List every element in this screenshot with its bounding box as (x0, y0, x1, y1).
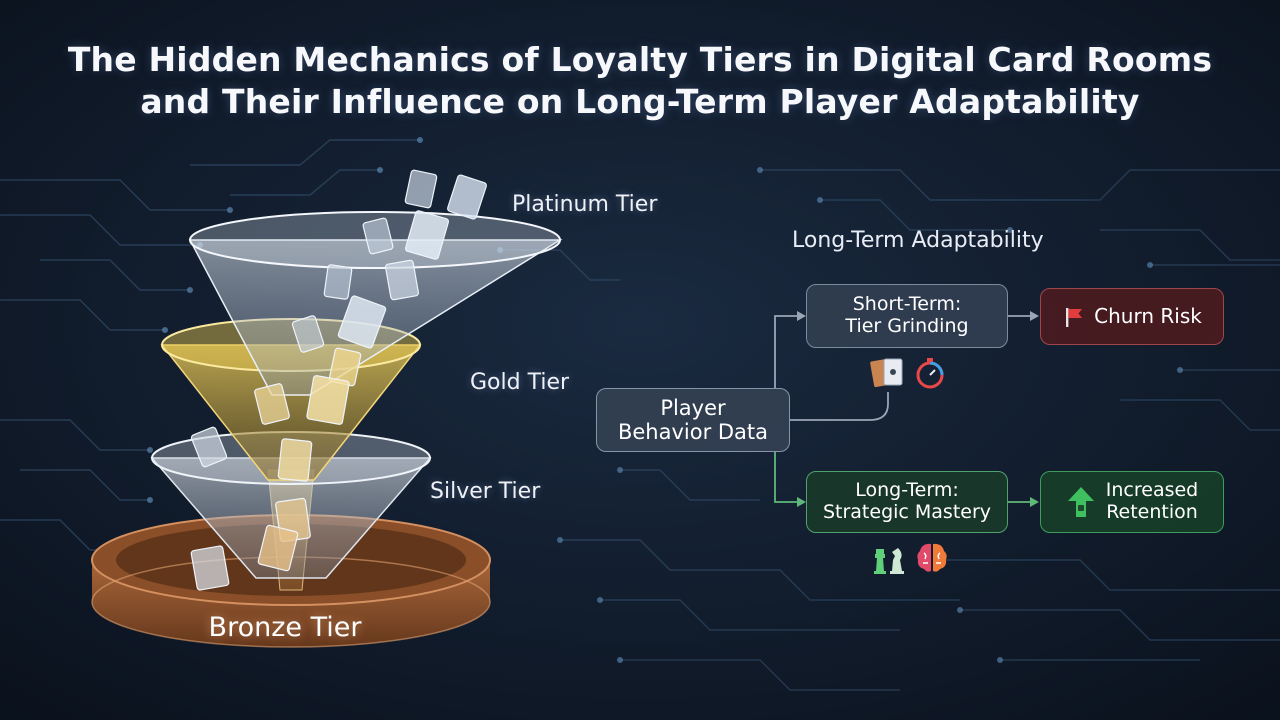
stopwatch-icon (912, 356, 948, 390)
tier-label-silver: Silver Tier (430, 479, 541, 504)
short-term-line-1: Short-Term: (852, 293, 962, 316)
long-term-node: Long-Term: Strategic Mastery (806, 471, 1008, 533)
long-term-line-1: Long-Term: (855, 479, 959, 502)
retention-line-2: Retention (1106, 501, 1198, 523)
increased-retention-node: Increased Retention (1040, 471, 1224, 533)
long-term-line-2: Strategic Mastery (822, 501, 992, 523)
retention-line-1: Increased (1105, 479, 1199, 502)
short-term-line-2: Tier Grinding (845, 315, 969, 337)
tier-label-platinum: Platinum Tier (512, 192, 658, 217)
chess-pieces-icon (868, 540, 908, 576)
player-node-line-1: Player (660, 395, 726, 420)
player-behavior-data-node: Player Behavior Data (596, 388, 790, 452)
tier-label-gold: Gold Tier (470, 370, 570, 395)
page-title-line-2: and Their Influence on Long-Term Player … (140, 82, 1140, 121)
adaptability-heading: Long-Term Adaptability (792, 228, 1044, 253)
tier-label-bronze: Bronze Tier (208, 612, 362, 643)
cards-icon (870, 356, 906, 390)
falling-cards (190, 169, 487, 591)
brain-icon (914, 540, 950, 576)
short-term-node: Short-Term: Tier Grinding (806, 284, 1008, 348)
flow-connectors (774, 311, 1039, 507)
churn-risk-label: Churn Risk (1094, 304, 1202, 328)
churn-risk-node: Churn Risk (1040, 288, 1224, 345)
page-title-line-1: The Hidden Mechanics of Loyalty Tiers in… (67, 40, 1213, 79)
growth-arrow-icon (1066, 485, 1096, 519)
player-node-line-2: Behavior Data (617, 420, 769, 444)
red-flag-icon (1062, 305, 1086, 329)
